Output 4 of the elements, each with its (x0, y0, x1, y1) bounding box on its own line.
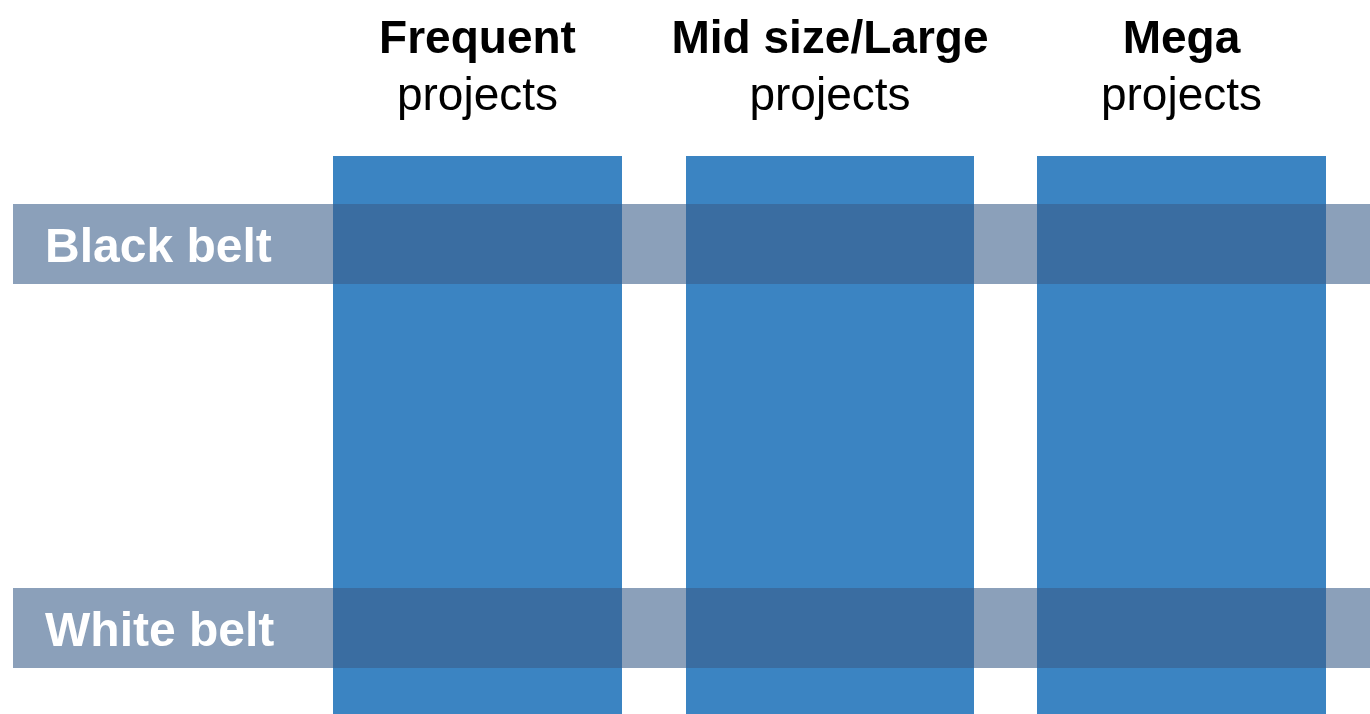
band-label: Black belt (45, 222, 272, 270)
band-label: White belt (45, 606, 275, 654)
belt-band (13, 588, 1370, 668)
belt-band (13, 204, 1370, 284)
